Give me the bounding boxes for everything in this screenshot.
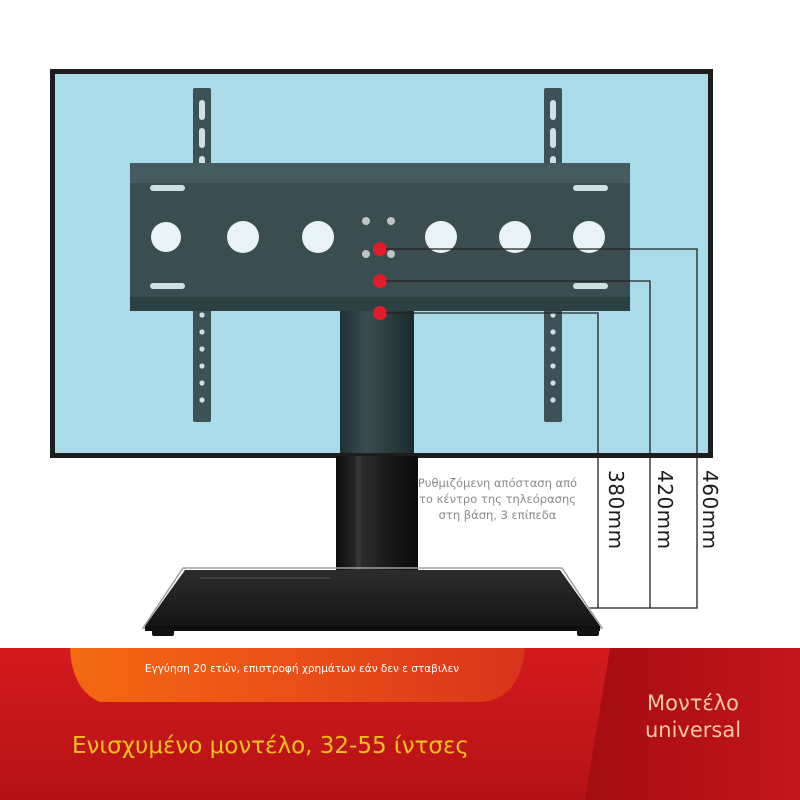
model-badge-line1: Μοντέλο [647,691,739,715]
horizontal-mounting-plate [130,163,630,311]
adjustment-note: Ρυθμιζόμενη απόσταση από το κέντρο της τ… [417,476,578,522]
stand-upper-pillar [340,310,414,453]
measurement-label-460: 460mm [698,470,722,550]
stand-lower-pillar [336,456,418,581]
model-title: Ενισχυμένο μοντέλο, 32-55 ίντσες [72,733,469,759]
measurement-guide-lines [386,248,698,609]
measurement-label-380: 380mm [604,470,628,550]
warranty-pill [70,648,525,702]
model-badge-panel [585,648,800,800]
model-badge: Μοντέλο universal [618,690,768,744]
height-marker-dots [373,242,387,320]
warranty-text: Εγγύηση 20 ετών, επιστροφή χρημάτων εάν … [144,663,460,675]
model-badge-line2: universal [644,718,742,742]
measurement-label-420: 420mm [653,470,677,550]
glass-base [141,567,604,636]
